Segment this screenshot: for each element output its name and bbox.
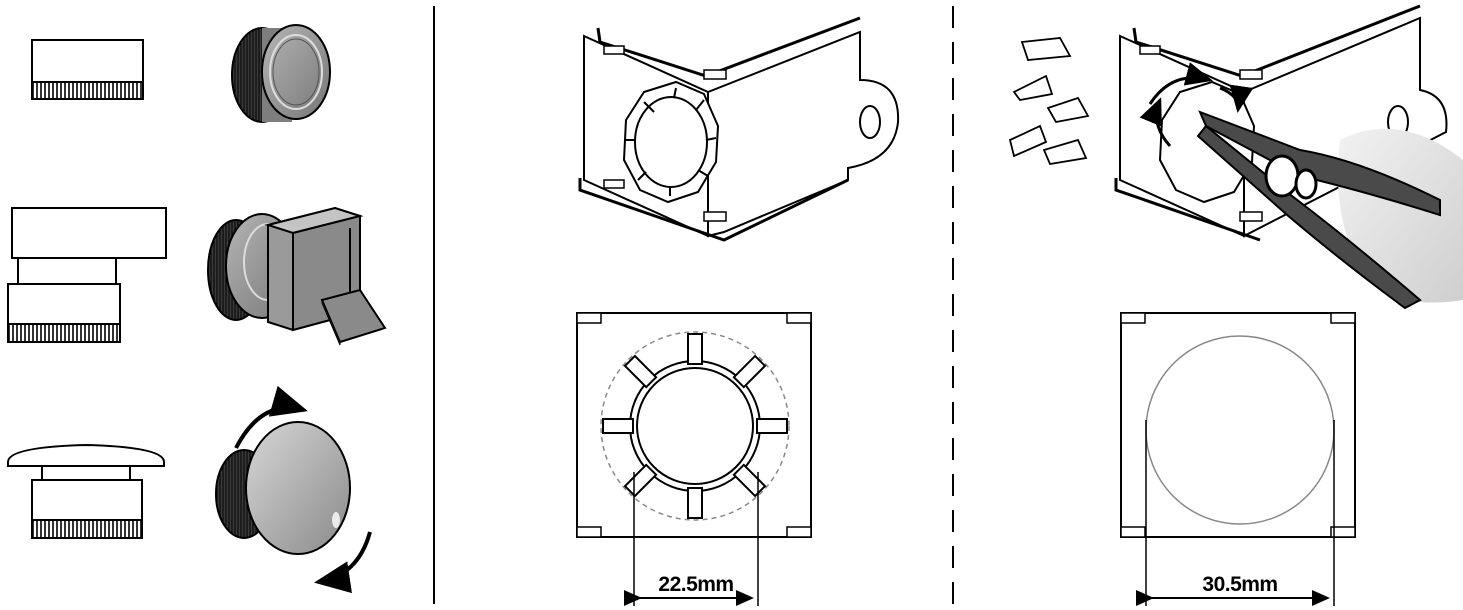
- dimension-label-outer: 30.5mm: [1202, 573, 1277, 596]
- pliers-icon: [1139, 62, 1463, 310]
- bracket-front-view-tabs: 22.5mm: [576, 312, 812, 606]
- rotate-arrow-icon: [234, 385, 372, 594]
- extended-button-3d-icon: [207, 206, 387, 346]
- bracket-3d-icon: [578, 16, 900, 242]
- bracket-front-view-open: 30.5mm: [1120, 312, 1356, 606]
- extended-button-icon: [7, 207, 167, 343]
- mushroom-button-3d-icon: [215, 421, 351, 555]
- dimension-label-inner: 22.5mm: [658, 573, 733, 596]
- removed-tab-pieces-icon: [1008, 37, 1090, 166]
- mushroom-button-icon: [7, 443, 165, 539]
- flush-button-icon: [31, 39, 144, 100]
- flush-button-3d-icon: [231, 24, 331, 123]
